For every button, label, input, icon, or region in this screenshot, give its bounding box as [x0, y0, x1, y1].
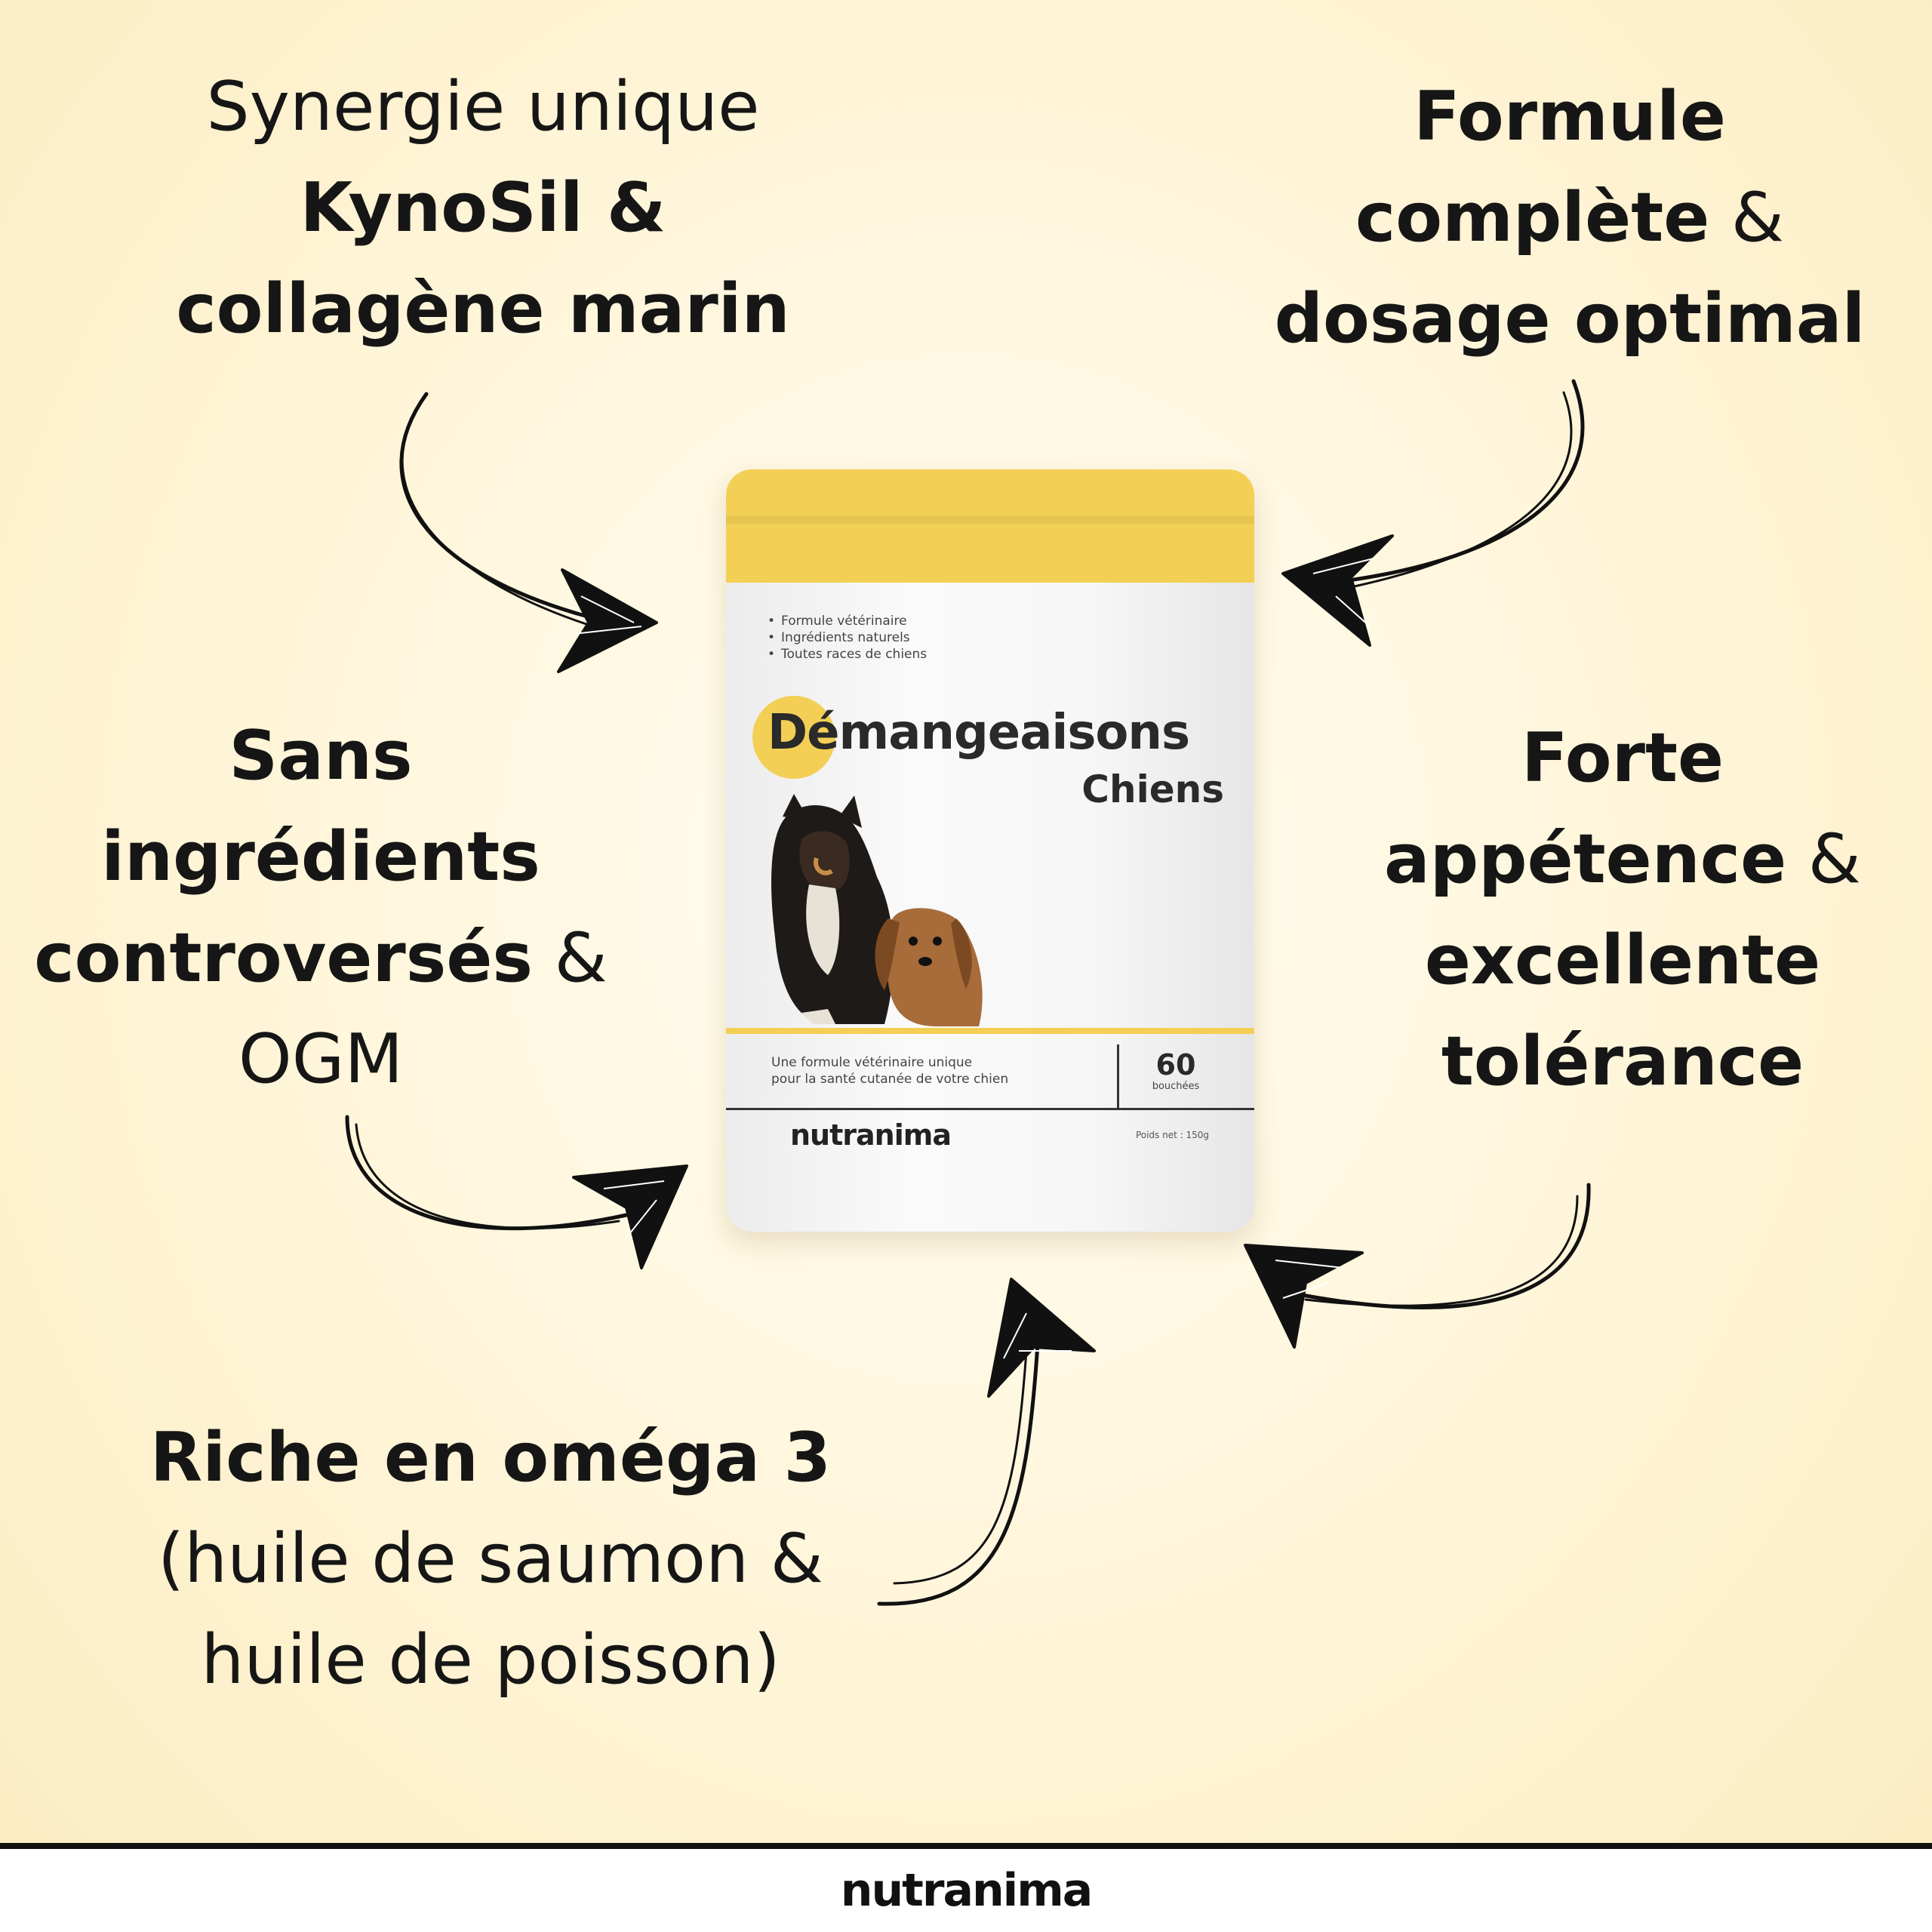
claim-forte-line2-bold: appétence	[1384, 820, 1787, 899]
arrow-synergie-head	[557, 568, 658, 673]
claim-synergie: Synergie unique KynoSil & collagène mari…	[121, 57, 845, 360]
claim-forte: Forte appétence & excellente tolérance	[1343, 708, 1902, 1112]
footer-brand-logo: nutranima	[840, 1864, 1093, 1917]
arrow-forte-head	[1244, 1244, 1364, 1349]
pouch-info-band	[726, 1028, 1254, 1132]
claim-sans-line3-rest: &	[532, 918, 608, 998]
product-subtitle: Chiens	[1081, 768, 1224, 811]
claim-forte-line1: Forte	[1521, 718, 1724, 798]
claim-forte-line2-rest: &	[1786, 820, 1861, 899]
claim-riche-line3: huile de poisson)	[201, 1620, 780, 1700]
claim-synergie-line2: KynoSil &	[300, 168, 666, 248]
pouch-brand-logo: nutranima	[790, 1118, 952, 1152]
title-accent-circle	[752, 696, 835, 779]
claim-forte-line3: excellente	[1424, 921, 1821, 1000]
claim-sans-line3-bold: controversés	[34, 918, 533, 998]
claim-sans: Sans ingrédients controversés & OGM	[30, 706, 611, 1110]
claim-formule-line2-bold: complète	[1355, 178, 1710, 257]
arrow-formule-head	[1281, 534, 1394, 647]
claim-formule-line1: Formule	[1414, 77, 1726, 156]
claim-sans-line4: OGM	[238, 1020, 404, 1099]
pouch-bullet: Formule vétérinaire	[768, 613, 927, 629]
large-dog-icon	[771, 794, 894, 1024]
claim-synergie-line1: Synergie unique	[206, 67, 760, 146]
claim-riche: Riche en oméga 3 (huile de saumon & huil…	[106, 1407, 875, 1711]
claim-riche-line1: Riche en oméga 3	[149, 1418, 832, 1497]
claim-riche-line2: (huile de saumon &	[158, 1519, 823, 1598]
arrow-riche-curve	[877, 1341, 1040, 1606]
product-pouch: Formule vétérinaire Ingrédients naturels…	[726, 469, 1254, 1232]
pouch-count-unit: bouchées	[1152, 1081, 1200, 1092]
claim-synergie-line3: collagène marin	[176, 269, 790, 349]
pouch-tagline: Une formule vétérinaire unique pour la s…	[771, 1054, 1008, 1088]
pouch-count: 60	[1155, 1048, 1196, 1081]
pouch-tagline-line2: pour la santé cutanée de votre chien	[771, 1072, 1009, 1087]
claim-sans-line1: Sans	[229, 716, 413, 795]
pouch-bullet-list: Formule vétérinaire Ingrédients naturels…	[768, 613, 927, 663]
arrow-forte-curve	[1296, 1183, 1591, 1309]
claim-forte-line4: tolérance	[1441, 1022, 1804, 1101]
dogs-illustration	[771, 794, 983, 1026]
pouch-count-box: 60 bouchées	[1117, 1044, 1232, 1108]
pouch-divider	[726, 1108, 1254, 1110]
arrow-sans-head	[572, 1164, 688, 1269]
arrow-formule-curve	[1341, 379, 1585, 583]
pouch-bullet: Toutes races de chiens	[768, 646, 927, 663]
small-dog-icon	[875, 908, 983, 1026]
claim-formule-line3: dosage optimal	[1274, 279, 1866, 358]
pouch-tagline-line1: Une formule vétérinaire unique	[771, 1055, 973, 1070]
arrow-sans-curve	[345, 1115, 629, 1231]
claim-formule: Formule complète & dosage optimal	[1177, 66, 1932, 370]
product-title: Démangeaisons	[768, 705, 1190, 761]
arrow-riche-head	[987, 1278, 1096, 1398]
footer-bar: nutranima	[0, 1843, 1932, 1932]
claim-sans-line2: ingrédients	[101, 817, 540, 897]
pouch-bullet: Ingrédients naturels	[768, 629, 927, 646]
pouch-net-weight: Poids net : 150g	[1135, 1130, 1209, 1140]
claim-formule-line2-rest: &	[1709, 178, 1785, 257]
pouch-top-band	[726, 469, 1254, 583]
